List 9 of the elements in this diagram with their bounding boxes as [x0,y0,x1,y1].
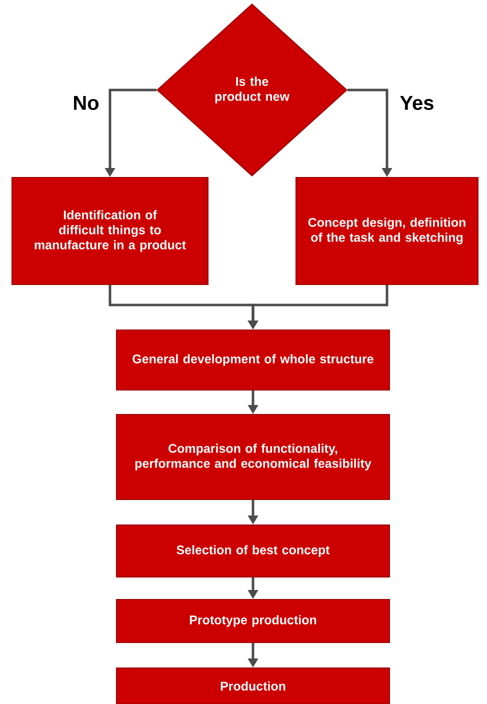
process-box: General development of whole structure [116,330,390,390]
process-box: Prototype production [116,599,390,643]
process-box: Comparison of functionality, performance and economical feasibility [116,414,390,500]
process-box: Identification of difficult things to manufacture in a product [12,177,208,285]
process-box: Production [116,668,390,704]
process-box: Selection of best concept [116,524,390,578]
process-box: Concept design, definition of the task and sketching [296,177,478,285]
edge-label: Yes [398,95,436,111]
edge-label: No [72,95,100,111]
